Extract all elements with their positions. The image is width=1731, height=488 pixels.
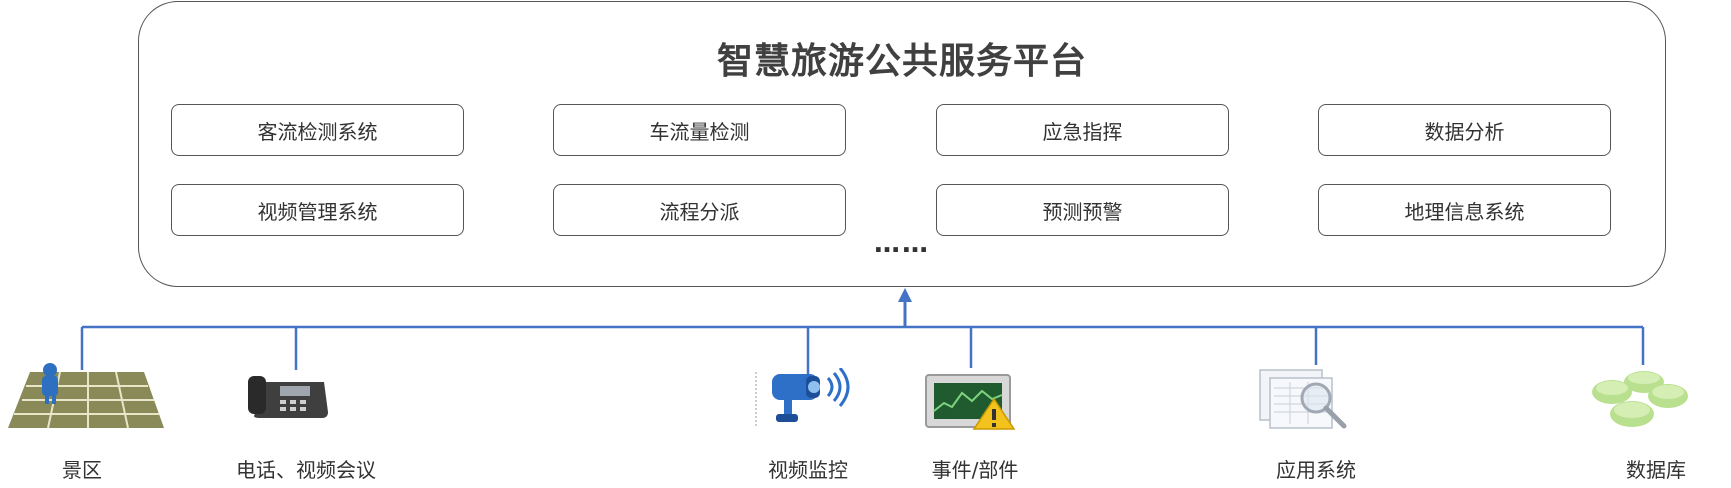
module-gis: 地理信息系统 — [1318, 184, 1611, 236]
source-label-application-system: 应用系统 — [1276, 458, 1356, 482]
source-label-event-component: 事件/部件 — [931, 458, 1019, 482]
source-label-telephone-video-conference: 电话、视频会议 — [236, 458, 376, 482]
uplink-arrow-head — [898, 288, 912, 302]
scenic-area-icon — [8, 363, 164, 429]
module-emergency-command: 应急指挥 — [936, 104, 1229, 156]
surveillance-camera-icon — [755, 368, 850, 428]
module-process-dispatch: 流程分派 — [553, 184, 846, 236]
module-passenger-flow: 客流检测系统 — [171, 104, 464, 156]
platform-title: 智慧旅游公共服务平台 — [716, 41, 1087, 82]
module-video-management: 视频管理系统 — [171, 184, 464, 236]
telephone-icon — [248, 376, 328, 418]
database-icon — [1592, 371, 1688, 427]
source-label-video-surveillance: 视频监控 — [768, 458, 848, 482]
platform-container: 智慧旅游公共服务平台 客流检测系统 车流量检测 应急指挥 数据分析 视频管理系统… — [138, 1, 1666, 287]
source-label-scenic-area: 景区 — [62, 458, 102, 482]
application-system-icon — [1259, 369, 1347, 429]
module-data-analysis: 数据分析 — [1318, 104, 1611, 156]
source-label-database: 数据库 — [1626, 458, 1686, 482]
event-warning-icon — [925, 374, 1016, 430]
module-forecast-warning: 预测预警 — [936, 184, 1229, 236]
more-ellipsis: …… — [874, 229, 930, 259]
module-vehicle-flow: 车流量检测 — [553, 104, 846, 156]
